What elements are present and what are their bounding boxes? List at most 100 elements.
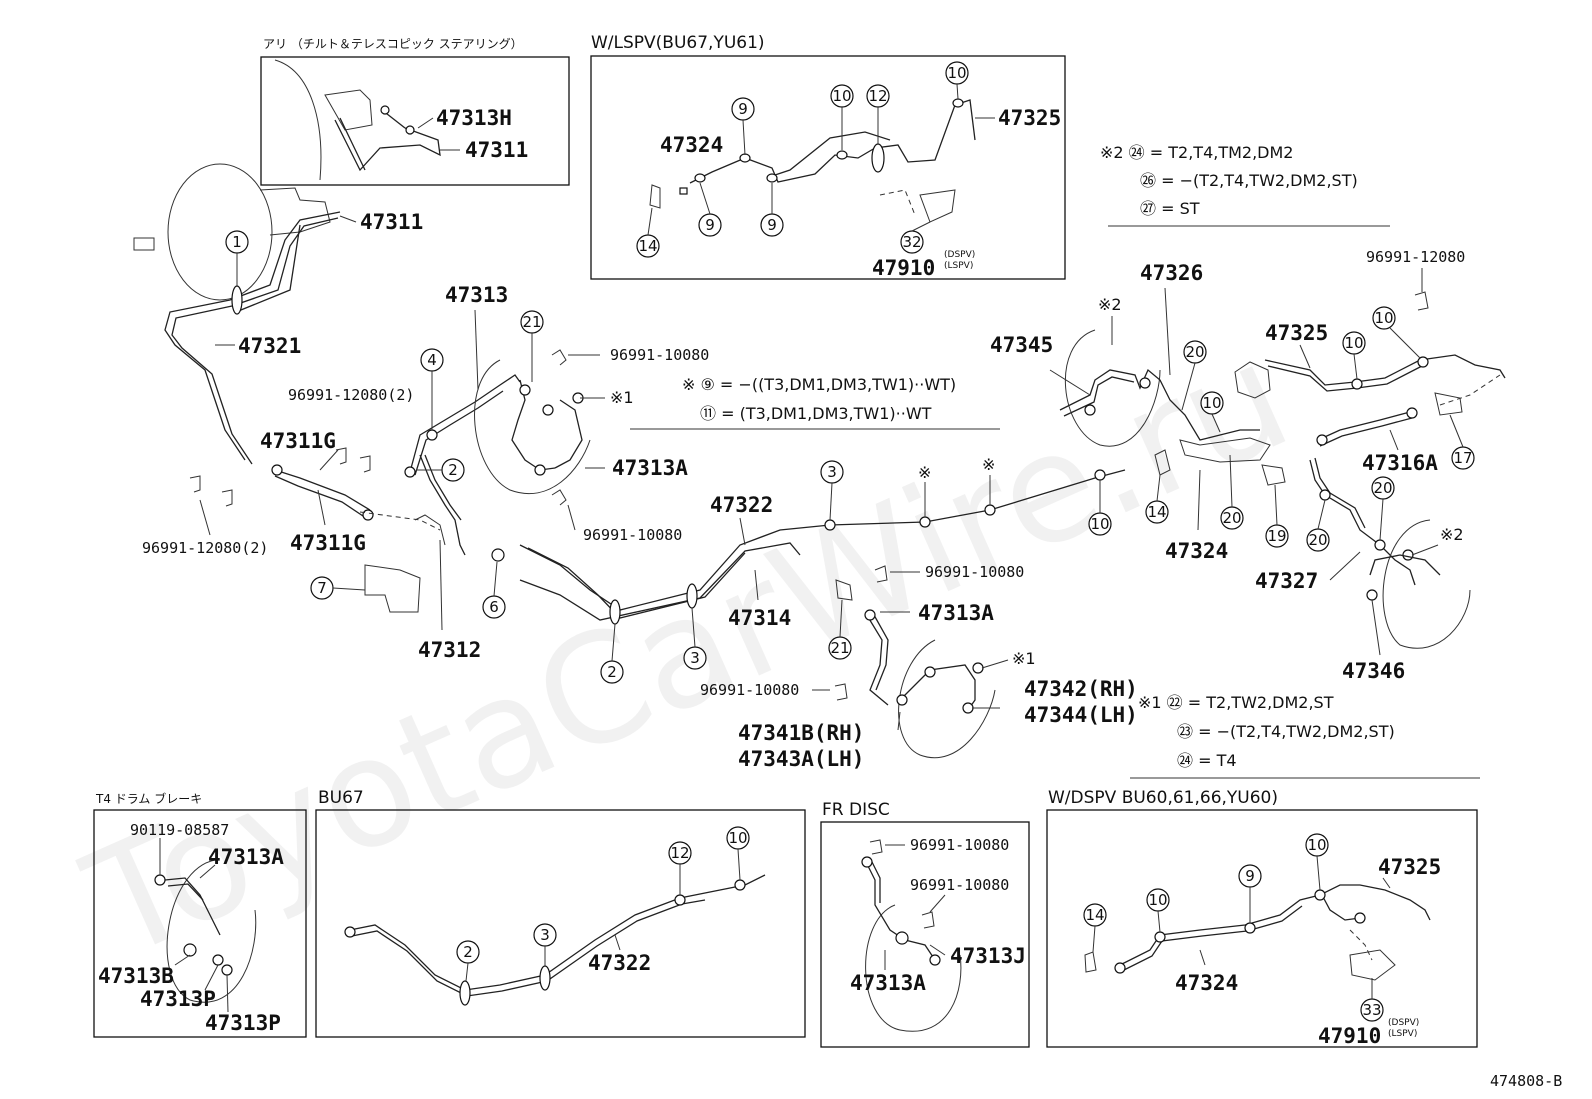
inset-frdisc-frame — [820, 821, 1030, 1048]
inset-tilt-steering: アリ （チルト＆テレスコピック ステアリング） 47313H 47311 — [260, 37, 570, 186]
part-96991-12080-2a: 96991-12080(2) — [288, 386, 414, 404]
superscript-dspv-dspv: (DSPV) — [1388, 1018, 1419, 1028]
svg-text:17: 17 — [1453, 449, 1472, 467]
svg-text:21: 21 — [522, 313, 541, 331]
part-47344: 47344(LH) — [1024, 703, 1138, 727]
note2-line2: ㉖ = −(T2,T4,TW2,DM2,ST) — [1140, 171, 1358, 190]
part-47321: 47321 — [238, 334, 301, 358]
part-47313A-fr: 47313A — [850, 971, 926, 995]
part-47313P-t4-b: 47313P — [205, 1011, 281, 1035]
part-47325-lspv: 47325 — [998, 106, 1061, 130]
part-47311-tilt: 47311 — [465, 138, 528, 162]
inset-fr-disc: FR DISC 96991-10080 96991-10080 47313J 4… — [820, 800, 1030, 1048]
part-47313B-t4: 47313B — [98, 964, 174, 988]
svg-text:14: 14 — [638, 237, 657, 255]
svg-text:10: 10 — [1374, 309, 1393, 327]
star-mid-a: ※ — [918, 463, 931, 482]
part-47313A-a: 47313A — [612, 456, 688, 480]
inset-dspv-title: W/DSPV BU60,61,66,YU60) — [1048, 788, 1278, 808]
note2-line1: ※2 ㉔ = T2,T4,TM2,DM2 — [1100, 143, 1293, 162]
inset-t4-frame — [93, 809, 307, 1038]
part-47311G-a: 47311G — [260, 429, 336, 453]
superscript-lspv-dspv: (LSPV) — [1388, 1029, 1417, 1039]
svg-text:10: 10 — [1202, 394, 1221, 412]
svg-text:3: 3 — [827, 463, 837, 481]
part-47313H-tilt: 47313H — [436, 106, 512, 130]
part-47313P-t4-a: 47313P — [140, 987, 216, 1011]
inset-lspv-title: W/LSPV(BU67,YU61) — [591, 33, 765, 53]
part-47346: 47346 — [1342, 659, 1405, 683]
svg-text:14: 14 — [1085, 906, 1104, 924]
svg-text:12: 12 — [670, 844, 689, 862]
part-47313J-fr: 47313J — [950, 944, 1026, 968]
svg-text:19: 19 — [1267, 527, 1286, 545]
inset-bu67-title: BU67 — [318, 788, 364, 808]
mid-note-line1: ※ ⑨ = −((T3,DM1,DM3,TW1)··WT) — [682, 375, 956, 394]
svg-text:10: 10 — [1344, 334, 1363, 352]
part-47312: 47312 — [418, 638, 481, 662]
part-47313A-t4: 47313A — [208, 845, 284, 869]
svg-text:3: 3 — [540, 926, 550, 944]
superscript-dspv-lspv: (DSPV) — [944, 250, 975, 260]
star1-b: ※1 — [1012, 649, 1036, 668]
inset-dspv-frame — [1046, 809, 1478, 1048]
note1-line2: ㉓ = −(T2,T4,TW2,DM2,ST) — [1177, 722, 1395, 741]
part-96991-12080: 96991-12080 — [1366, 248, 1465, 266]
part-96991-10080-c: 96991-10080 — [925, 563, 1024, 581]
svg-text:2: 2 — [607, 663, 617, 681]
svg-text:9: 9 — [738, 100, 748, 118]
part-47910-lspv: 47910 — [872, 256, 935, 280]
part-47343A: 47343A(LH) — [738, 747, 864, 771]
inset-bu67-frame — [315, 809, 806, 1038]
note-star2: ※2 ㉔ = T2,T4,TM2,DM2 ㉖ = −(T2,T4,TW2,DM2… — [1100, 143, 1390, 227]
part-47311G-b: 47311G — [290, 531, 366, 555]
svg-text:7: 7 — [317, 579, 327, 597]
note2-line3: ㉗ = ST — [1140, 199, 1200, 218]
note1-line3: ㉔ = T4 — [1177, 751, 1237, 770]
part-47325-dspv: 47325 — [1378, 855, 1441, 879]
part-47313: 47313 — [445, 283, 508, 307]
svg-text:10: 10 — [947, 64, 966, 82]
svg-text:10: 10 — [1090, 515, 1109, 533]
svg-text:10: 10 — [832, 87, 851, 105]
superscript-lspv-lspv: (LSPV) — [944, 261, 973, 271]
part-47341B: 47341B(RH) — [738, 721, 864, 745]
part-96991-10080-b: 96991-10080 — [583, 526, 682, 544]
svg-text:10: 10 — [1148, 891, 1167, 909]
star2-a: ※2 — [1098, 295, 1122, 314]
part-96991-10080-fr-a: 96991-10080 — [910, 836, 1009, 854]
svg-text:12: 12 — [868, 87, 887, 105]
diagram-code: 474808-B — [1490, 1072, 1562, 1090]
part-47324-lspv: 47324 — [660, 133, 723, 157]
inset-tilt-frame — [260, 56, 570, 186]
svg-text:33: 33 — [1362, 1001, 1381, 1019]
inset-lspv: W/LSPV(BU67,YU61) 9 10 12 10 9 9 14 32 4… — [590, 33, 1066, 280]
inset-t4-drum: T4 ドラム ブレーキ 90119-08587 47313A 47313B 47… — [93, 791, 307, 1038]
part-47326: 47326 — [1140, 261, 1203, 285]
part-47316A: 47316A — [1362, 451, 1438, 475]
part-47324-dspv: 47324 — [1175, 971, 1238, 995]
svg-text:20: 20 — [1308, 531, 1327, 549]
main-assembly: 1 47311 47321 47311G 47311G 96991-12080(… — [133, 163, 1506, 779]
part-47325: 47325 — [1265, 321, 1328, 345]
note1-line1: ※1 ㉒ = T2,TW2,DM2,ST — [1138, 693, 1334, 712]
part-96991-10080-d: 96991-10080 — [700, 681, 799, 699]
mid-note-line2: ⑪ = (T3,DM1,DM3,TW1)··WT — [700, 404, 932, 423]
inset-dspv: W/DSPV BU60,61,66,YU60) 14 10 9 10 47325… — [1046, 788, 1478, 1048]
part-47345: 47345 — [990, 333, 1053, 357]
part-96991-10080-fr-b: 96991-10080 — [910, 876, 1009, 894]
svg-text:2: 2 — [463, 943, 473, 961]
star-mid-b: ※ — [982, 455, 995, 474]
svg-text:1: 1 — [232, 233, 242, 251]
part-47327: 47327 — [1255, 569, 1318, 593]
svg-text:9: 9 — [1245, 867, 1255, 885]
inset-tilt-title: アリ （チルト＆テレスコピック ステアリング） — [263, 37, 523, 51]
star1-a: ※1 — [610, 388, 634, 407]
inset-lspv-frame — [590, 55, 1066, 280]
svg-text:3: 3 — [690, 649, 700, 667]
part-47313A-b: 47313A — [918, 601, 994, 625]
svg-text:2: 2 — [448, 461, 458, 479]
svg-text:20: 20 — [1373, 479, 1392, 497]
part-47324: 47324 — [1165, 539, 1228, 563]
